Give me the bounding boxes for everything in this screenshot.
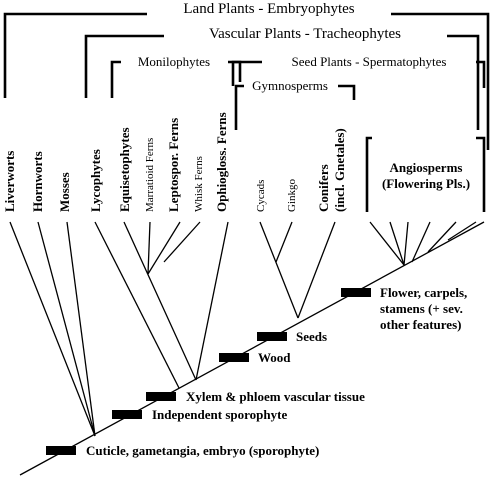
land-plants-label: Land Plants - Embryophytes <box>183 1 354 17</box>
gymnosperms-bracket: Gymnosperms <box>234 78 356 130</box>
taxon-liverworts: Liverworts <box>2 151 17 212</box>
marker-wood <box>219 353 249 362</box>
trait-sporophyte: Independent sporophyte <box>152 407 287 422</box>
marker-flower <box>341 288 371 297</box>
monilophytes-label: Monilophytes <box>138 54 210 69</box>
taxon-whisk-ferns: Whisk Ferns <box>193 156 205 212</box>
vascular-plants-bracket: Vascular Plants - Tracheophytes <box>84 26 480 130</box>
taxon-mosses: Mosses <box>57 172 72 212</box>
trait-seeds: Seeds <box>296 329 327 344</box>
trait-flower-2: stamens (+ sev. <box>380 301 463 316</box>
marker-xylem <box>146 392 176 401</box>
trait-cuticle: Cuticle, gametangia, embryo (sporophyte) <box>86 443 319 458</box>
marker-seeds <box>257 332 287 341</box>
taxon-ophiogloss-ferns: Ophiogloss. Ferns <box>214 112 229 212</box>
vascular-plants-label: Vascular Plants - Tracheophytes <box>209 26 401 42</box>
marker-sporophyte <box>112 410 142 419</box>
trait-flower-3: other features) <box>380 317 461 332</box>
tree-lines <box>9 221 485 476</box>
trait-xylem: Xylem & phloem vascular tissue <box>186 389 365 404</box>
trait-flower-1: Flower, carpels, <box>380 285 467 300</box>
taxon-ginkgo: Ginkgo <box>286 179 298 213</box>
land-plants-bracket: Land Plants - Embryophytes <box>3 1 490 150</box>
taxon-angiosperms-sub: (Flowering Pls.) <box>382 176 470 191</box>
taxon-marratioid-ferns: Marratioid Ferns <box>144 138 156 212</box>
marker-cuticle <box>46 446 76 455</box>
taxon-cycads: Cycads <box>255 180 267 212</box>
taxon-hornworts: Hornworts <box>30 151 45 212</box>
taxon-leptospor-ferns: Leptospor. Ferns <box>166 118 181 212</box>
taxon-conifers: Conifers <box>316 164 331 212</box>
taxon-angiosperms: Angiosperms <box>390 160 463 175</box>
seed-plants-bracket: Seed Plants - Spermatophytes <box>231 54 486 88</box>
angiosperms-bracket <box>365 136 486 212</box>
gymnosperms-label: Gymnosperms <box>252 78 328 93</box>
taxon-lycophytes: Lycophytes <box>88 149 103 212</box>
taxon-conifers-sub: (incl. Gnetales) <box>332 128 347 212</box>
trait-wood: Wood <box>258 350 291 365</box>
seed-plants-label: Seed Plants - Spermatophytes <box>292 54 447 69</box>
taxon-equisetophytes: Equisetophytes <box>117 127 132 212</box>
monilophytes-bracket: Monilophytes <box>110 54 242 98</box>
